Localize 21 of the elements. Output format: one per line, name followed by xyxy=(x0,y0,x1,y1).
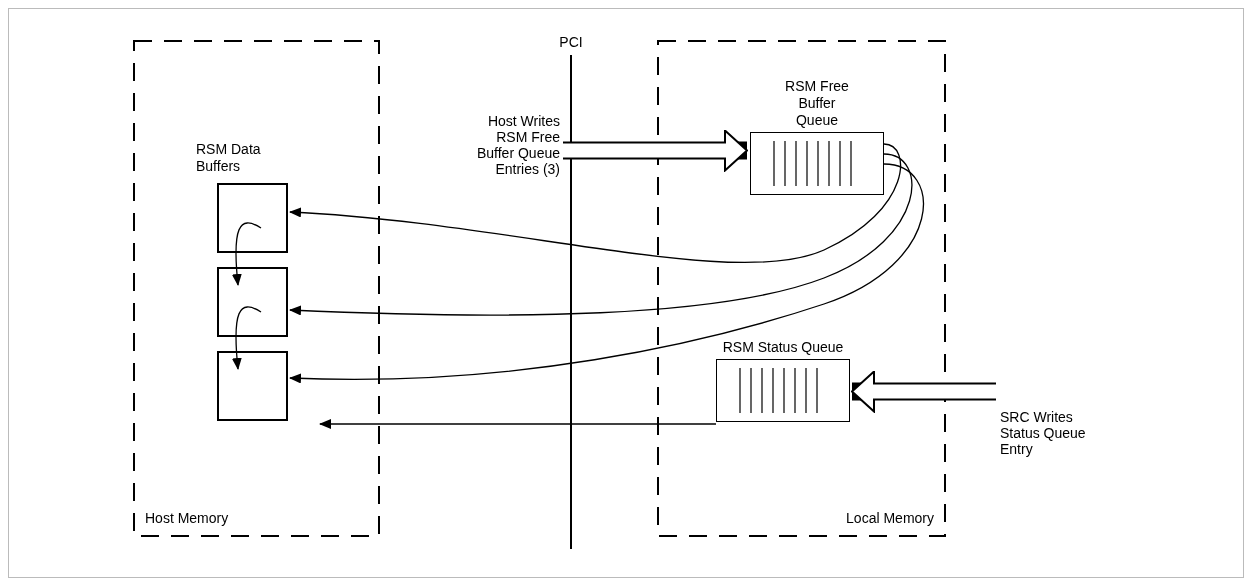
region-label: Host Memory xyxy=(145,509,229,528)
arrow xyxy=(289,153,913,316)
annotation-text: Host Writes RSM Free Buffer Queue Entries (3) xyxy=(475,113,560,177)
group-label: RSM Data Buffers xyxy=(196,141,262,175)
memory-region xyxy=(133,40,380,537)
data-buffer-box xyxy=(217,183,288,253)
bus-label: PCI xyxy=(558,34,584,51)
hollow-arrow xyxy=(851,370,996,413)
arrow xyxy=(232,222,262,286)
arrow xyxy=(232,306,262,370)
arrow xyxy=(289,143,902,263)
region-label: Local Memory xyxy=(846,509,934,528)
data-buffer-box xyxy=(217,267,288,337)
data-buffer-box xyxy=(217,351,288,421)
queue-label: RSM Free Buffer Queue xyxy=(784,78,850,129)
hollow-arrow xyxy=(563,129,748,172)
annotation-text: SRC Writes Status Queue Entry xyxy=(1000,409,1087,457)
arrow xyxy=(289,163,925,384)
queue-label: RSM Status Queue xyxy=(722,339,844,356)
arrow xyxy=(319,419,717,429)
memory-region xyxy=(657,40,946,537)
